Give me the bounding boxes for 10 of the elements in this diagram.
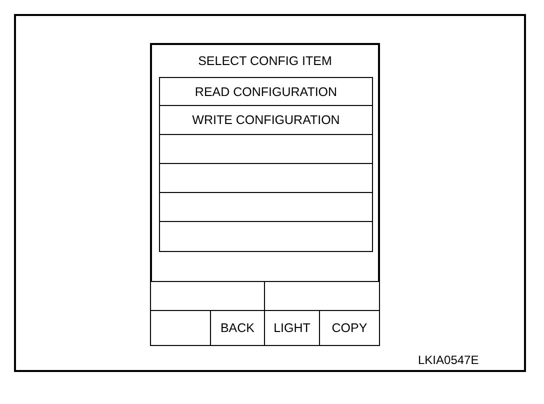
empty-row: [159, 134, 373, 164]
soft-key: COPY: [319, 310, 380, 346]
menu-item: READ CONFIGURATION: [159, 77, 373, 106]
empty-row: [159, 163, 373, 193]
screen-panel: [150, 43, 380, 346]
empty-row: [159, 221, 373, 252]
screen-title: SELECT CONFIG ITEM: [198, 54, 332, 68]
figure-code: LKIA0547E: [418, 353, 479, 367]
menu-item: WRITE CONFIGURATION: [159, 105, 373, 135]
empty-row: [159, 192, 373, 222]
